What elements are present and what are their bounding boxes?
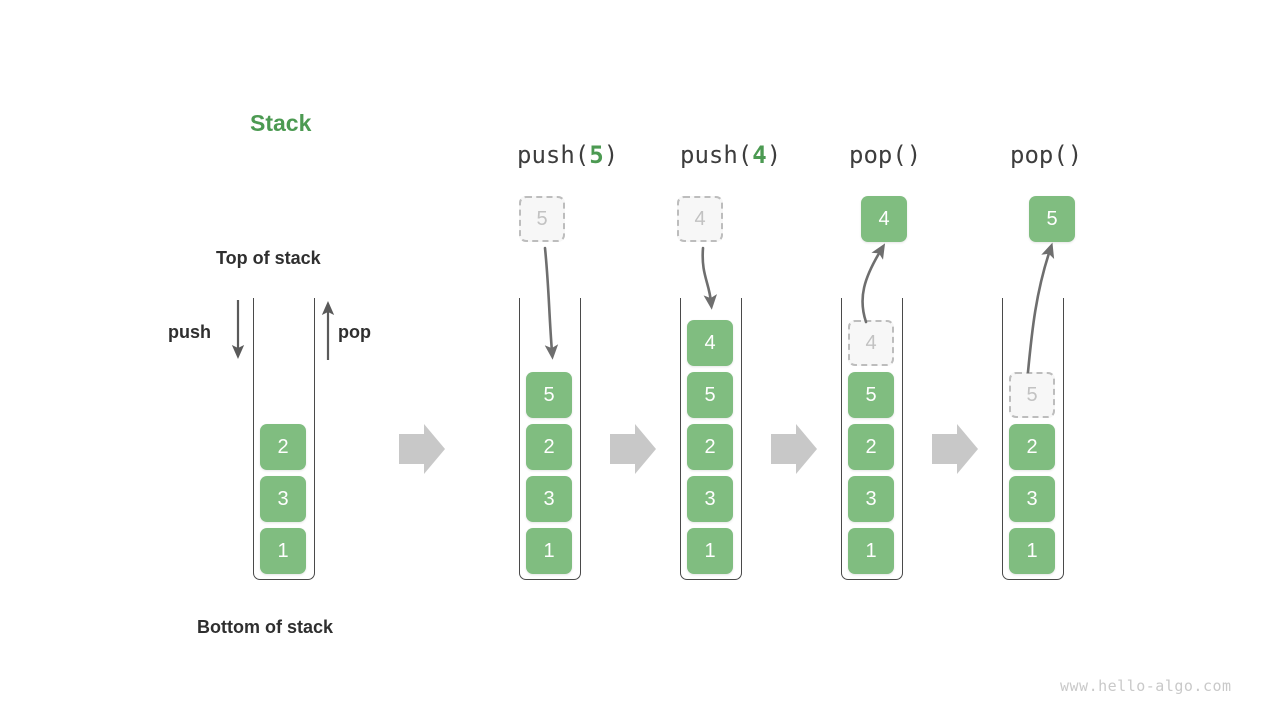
removed-element-ghost: 4 [848,320,894,366]
watermark: www.hello-algo.com [1060,677,1232,695]
popped-element: 4 [861,196,907,242]
stack-container-pop-1 [841,298,903,580]
transition-arrow-icon [771,424,817,474]
stack-cell: 5 [526,372,572,418]
operation-label-push-4: push(4) [680,141,781,169]
top-of-stack-label: Top of stack [216,248,321,268]
operation-label-pop-1: pop() [849,141,921,169]
stack-cell: 1 [687,528,733,574]
operation-suffix: ) [1067,141,1083,169]
stack-cell: 2 [687,424,733,470]
stack-cell: 2 [260,424,306,470]
stack-cell: 1 [848,528,894,574]
stack-cell: 4 [687,320,733,366]
transition-arrow-icon [610,424,656,474]
page-title: Stack [250,110,312,136]
operation-label-pop-2: pop() [1010,141,1082,169]
motion-arrow-push-4 [701,246,717,310]
operation-prefix: push( [517,141,590,169]
stack-cell: 5 [687,372,733,418]
transition-arrow-icon [399,424,445,474]
stack-cell: 1 [260,528,306,574]
stack-cell: 3 [526,476,572,522]
operation-argument: 5 [589,141,604,169]
stack-cell: 1 [1009,528,1055,574]
stack-cell: 3 [687,476,733,522]
operation-argument: 4 [752,141,767,169]
incoming-element: 5 [519,196,565,242]
transition-arrow-icon [932,424,978,474]
operation-prefix: pop( [849,141,907,169]
operation-suffix: ) [766,141,782,169]
push-label: push [168,322,211,342]
stack-cell: 3 [1009,476,1055,522]
operation-suffix: ) [603,141,619,169]
bottom-of-stack-label: Bottom of stack [197,617,334,637]
stack-container-push-4 [680,298,742,580]
pop-label: pop [338,322,371,342]
stack-cell: 3 [260,476,306,522]
stack-cell: 2 [526,424,572,470]
incoming-element: 4 [677,196,723,242]
stack-container-initial [253,298,315,580]
operation-suffix: ) [906,141,922,169]
removed-element-ghost: 5 [1009,372,1055,418]
stack-container-push-5 [519,298,581,580]
stack-cell: 5 [848,372,894,418]
popped-element: 5 [1029,196,1075,242]
stack-cell: 3 [848,476,894,522]
stack-container-pop-2 [1002,298,1064,580]
operation-prefix: pop( [1010,141,1068,169]
operation-prefix: push( [680,141,753,169]
stack-cell: 2 [1009,424,1055,470]
stack-cell: 2 [848,424,894,470]
stack-cell: 1 [526,528,572,574]
operation-label-push-5: push(5) [517,141,618,169]
